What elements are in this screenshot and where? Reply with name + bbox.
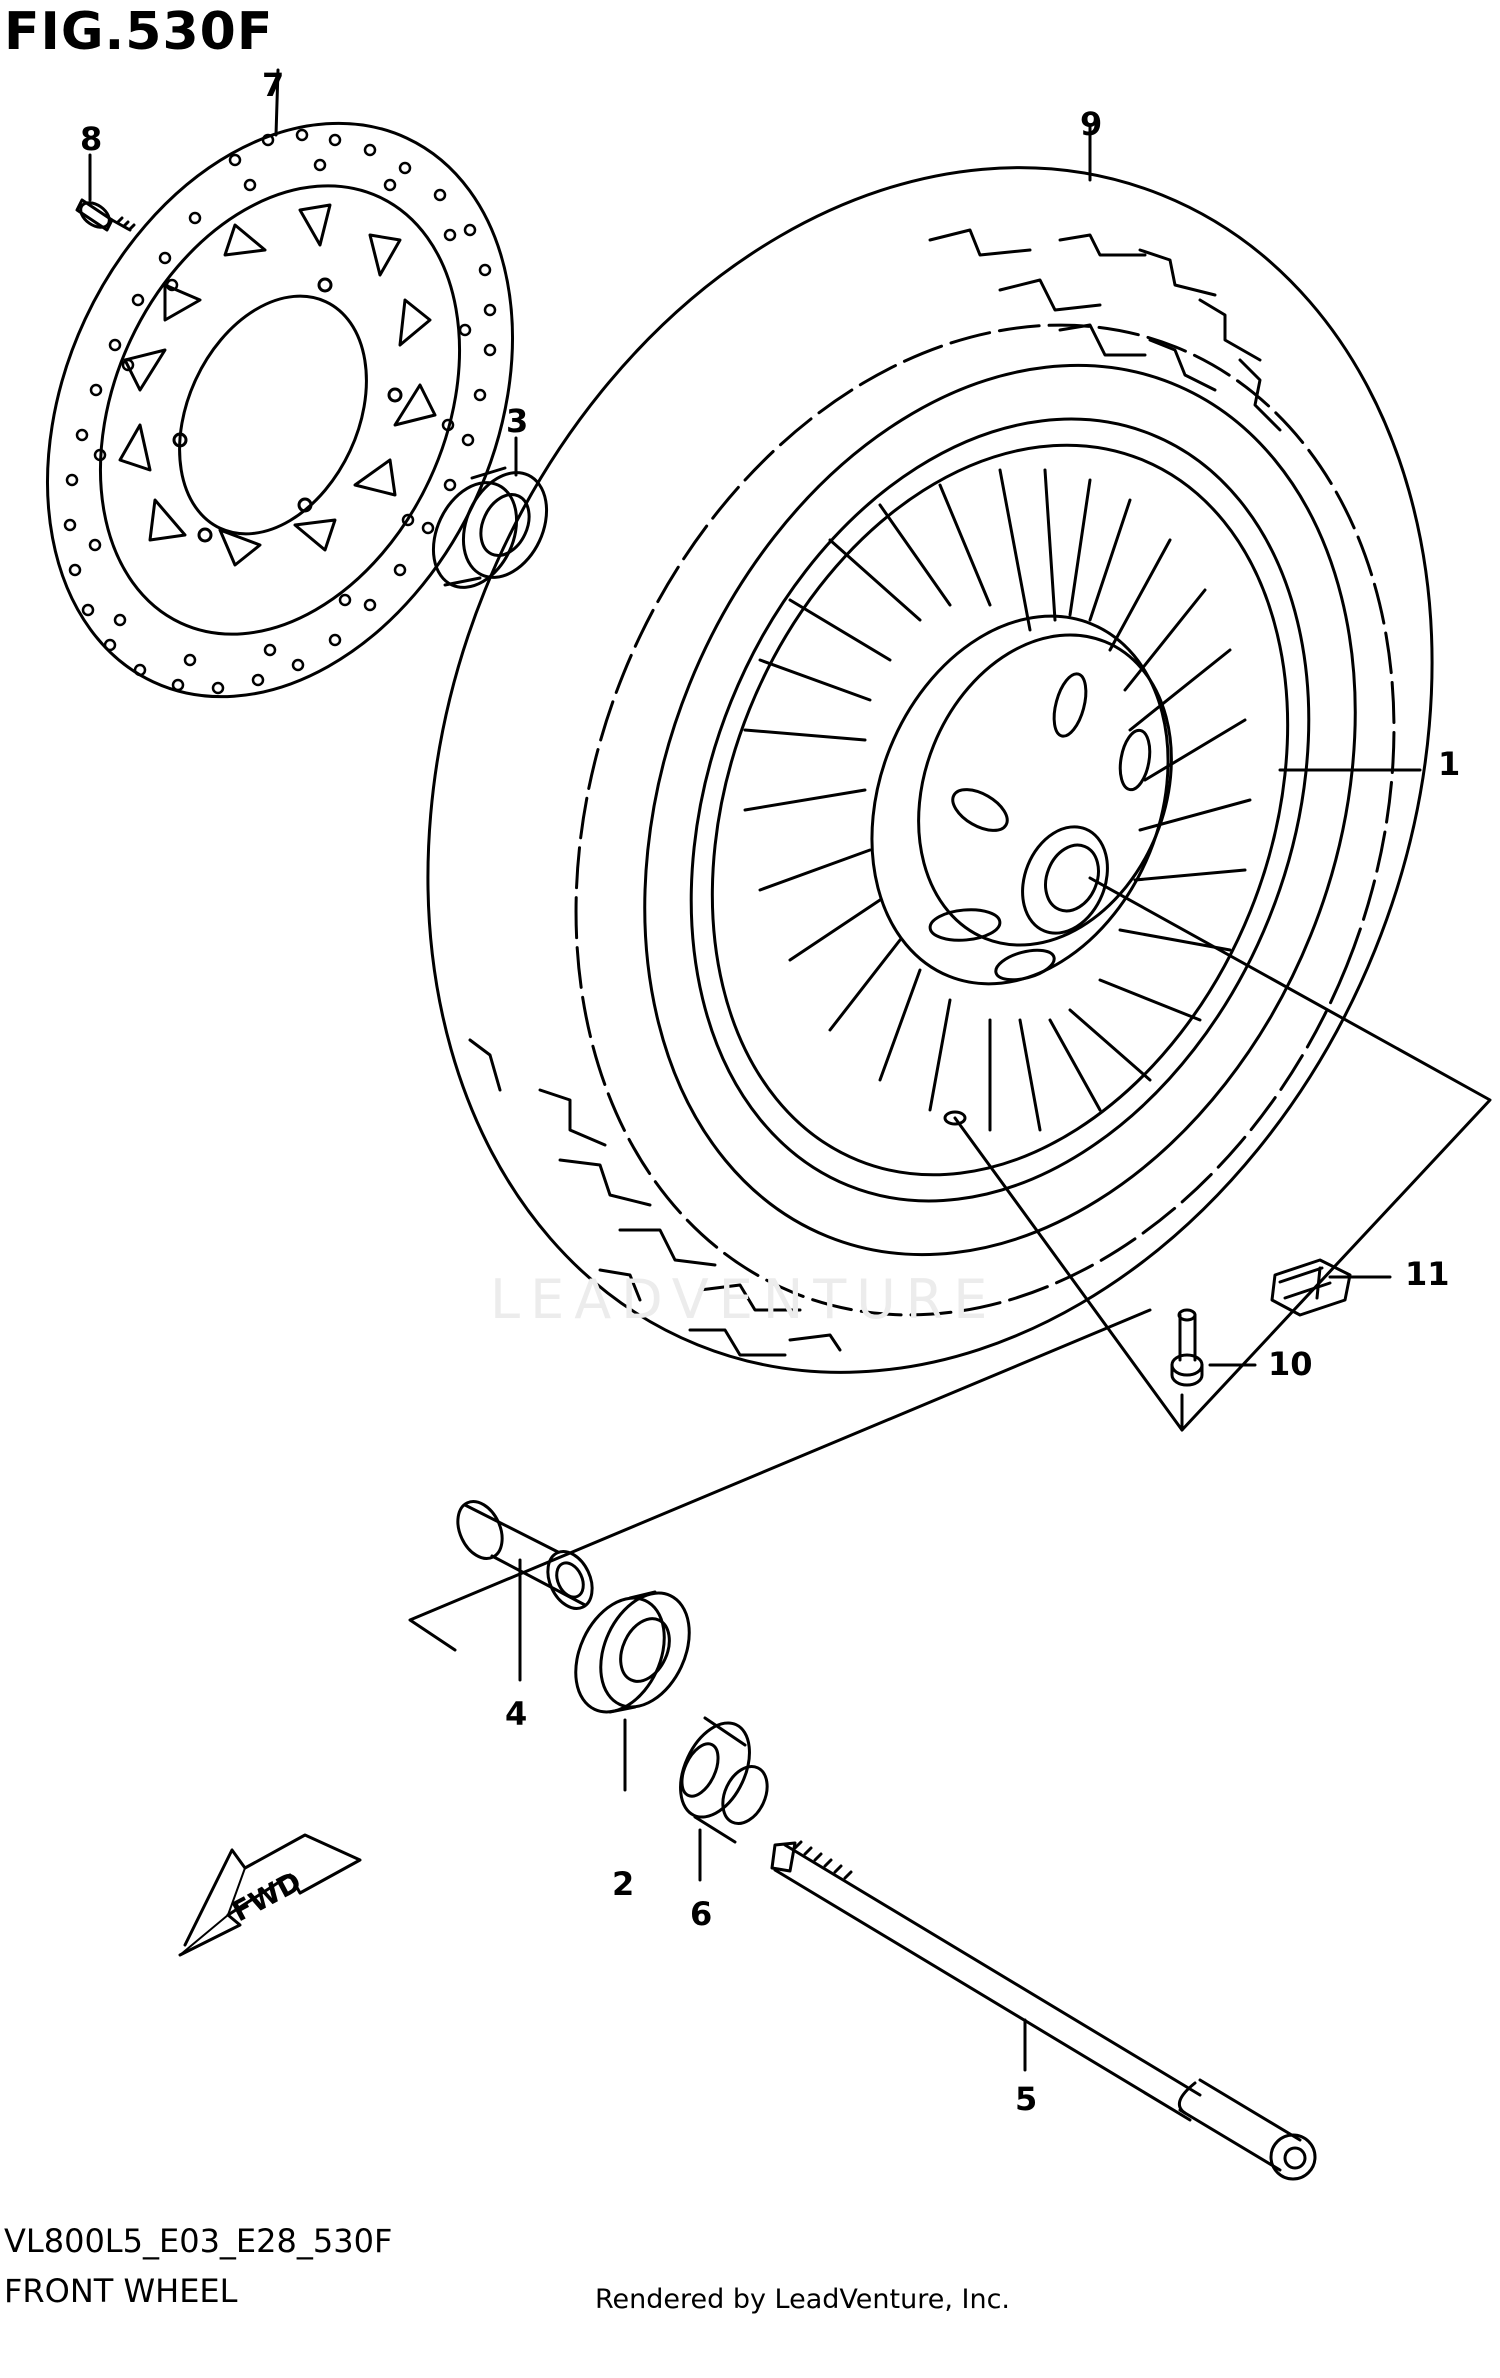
render-credit: Rendered by LeadVenture, Inc.	[595, 2284, 1011, 2315]
balancer-part	[1270, 1258, 1352, 1317]
spacer-part	[456, 1500, 594, 1610]
collar-part	[679, 1716, 769, 1844]
callout-3: 3	[506, 402, 529, 440]
fwd-arrow-icon	[178, 1833, 362, 1957]
wheel-part	[689, 417, 1311, 1203]
callout-6: 6	[690, 1895, 713, 1933]
figure-code: VL800L5_E03_E28_530F	[4, 2222, 393, 2260]
callout-4: 4	[505, 1695, 528, 1733]
callout-5: 5	[1015, 2080, 1038, 2118]
bolt-part	[75, 198, 136, 232]
leader-lines	[88, 68, 1492, 2072]
callout-10: 10	[1268, 1345, 1313, 1383]
callout-11: 11	[1405, 1255, 1450, 1293]
axle-part	[770, 1840, 1317, 2181]
valve-part	[1170, 1308, 1204, 1387]
brake-disc-part	[46, 121, 514, 699]
figure-name: FRONT WHEEL	[4, 2272, 238, 2310]
bearing-upper-part	[431, 466, 549, 589]
bearing-lower-part	[574, 1590, 691, 1714]
callout-8: 8	[80, 120, 103, 158]
figure-title: FIG.530F	[4, 2, 274, 62]
callout-2: 2	[612, 1865, 635, 1903]
callout-1: 1	[1438, 745, 1461, 783]
callout-7: 7	[262, 66, 285, 104]
watermark: LEADVENTURE	[490, 1268, 998, 1331]
tire-part	[426, 166, 1434, 1374]
callout-9: 9	[1080, 105, 1103, 143]
